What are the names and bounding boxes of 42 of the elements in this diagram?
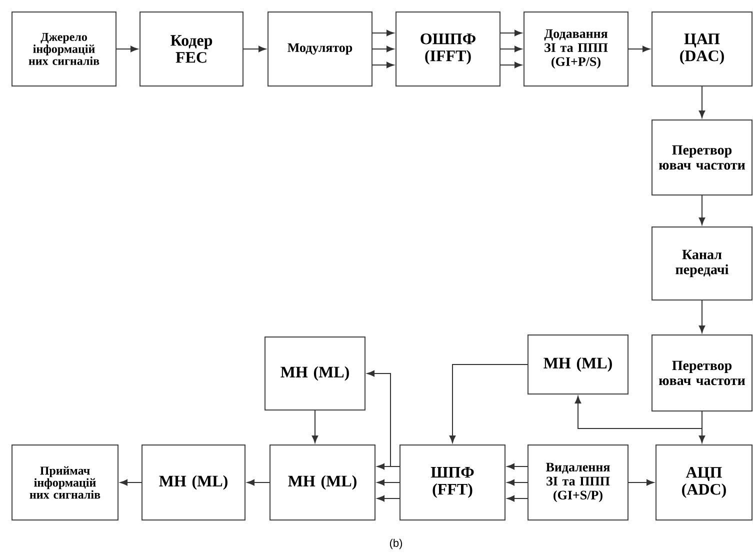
process-box: ШПФ (FFT) bbox=[400, 444, 506, 520]
process-box: МН (ML) bbox=[142, 444, 246, 520]
arrow bbox=[698, 86, 706, 118]
arrow bbox=[367, 370, 400, 467]
process-box: МН (ML) bbox=[270, 444, 376, 520]
arrow bbox=[698, 300, 706, 333]
arrow bbox=[698, 195, 706, 225]
arrow bbox=[243, 46, 266, 52]
arrow bbox=[500, 62, 522, 68]
arrow bbox=[574, 396, 702, 429]
arrow bbox=[377, 495, 400, 502]
arrow bbox=[372, 30, 394, 36]
arrow bbox=[372, 46, 394, 52]
process-box: Перетвор ювач частоти bbox=[652, 334, 752, 412]
arrow bbox=[377, 479, 400, 486]
arrow bbox=[449, 364, 528, 443]
arrow bbox=[507, 479, 528, 486]
process-box: МН (ML) bbox=[528, 334, 628, 394]
arrow bbox=[500, 30, 522, 36]
arrow bbox=[628, 479, 654, 486]
process-box: Перетвор ювач частоти bbox=[652, 120, 752, 196]
process-box: МН (ML) bbox=[264, 336, 366, 410]
process-box: Кодер FEC bbox=[140, 12, 244, 86]
process-box: Видалення ЗІ та ППП (GI+S/P) bbox=[528, 444, 628, 520]
arrow bbox=[116, 46, 138, 52]
process-box: Канал передачі bbox=[652, 226, 752, 300]
panel-label: (b) bbox=[390, 538, 402, 550]
process-box: Додавання ЗІ та ППП (GI+P/S) bbox=[524, 12, 628, 86]
process-box: ОШПФ (IFFT) bbox=[396, 12, 500, 86]
process-box: Джерело інформацій них сигналів bbox=[12, 12, 116, 86]
arrow bbox=[312, 410, 318, 443]
process-box: Приймач інформацій них сигналів bbox=[12, 444, 118, 520]
process-box: ЦАП (DAC) bbox=[652, 12, 752, 86]
arrow bbox=[628, 46, 650, 52]
arrow bbox=[500, 46, 522, 52]
process-box: АЦП (ADC) bbox=[656, 444, 752, 520]
arrow bbox=[247, 479, 270, 486]
process-box: Модулятор bbox=[268, 12, 372, 86]
arrow bbox=[372, 62, 394, 68]
arrow bbox=[120, 479, 142, 486]
arrow bbox=[507, 495, 528, 502]
arrow bbox=[507, 463, 528, 470]
